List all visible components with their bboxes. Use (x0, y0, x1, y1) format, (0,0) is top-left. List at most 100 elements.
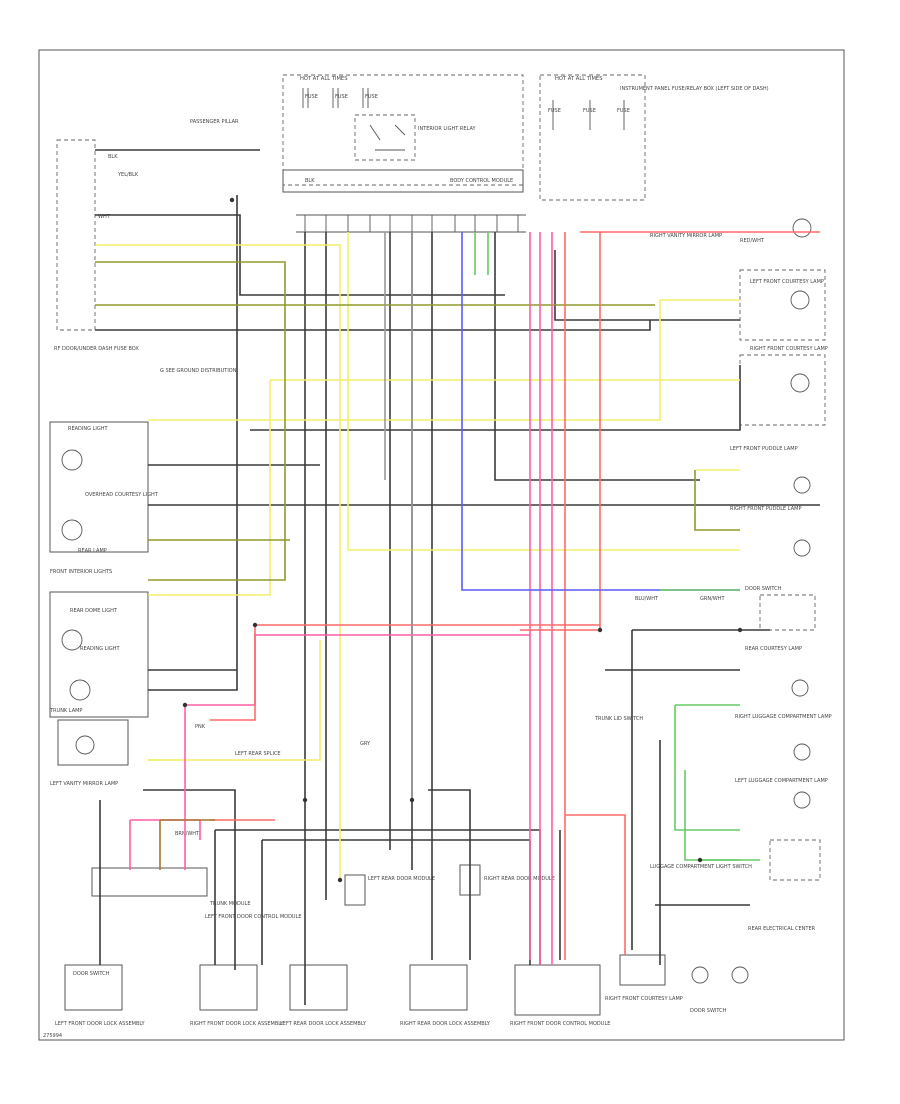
right-front-courtesy-label: RIGHT FRONT COURTESY LAMP (750, 346, 828, 352)
wire-black-15 (262, 839, 531, 965)
wire-green-59 (684, 770, 740, 861)
left-front-courtesy-label: LEFT FRONT COURTESY LAMP (750, 279, 824, 285)
lf-door-lock-box (64, 964, 123, 1011)
wire-red-52 (565, 814, 626, 955)
rear-courtesy-label: REAR COURTESY LAMP (745, 646, 802, 652)
wire-black-22 (428, 789, 471, 960)
wire-black-8 (95, 320, 651, 331)
front-interior-label: FRONT INTERIOR LIGHTS (50, 569, 112, 575)
trunk-module-label: TRUNK MODULE (209, 901, 251, 907)
tag-pnk: PNK (195, 724, 206, 730)
wire-black-14 (554, 250, 740, 321)
wire-black-23 (143, 789, 236, 970)
rf-door-assembly-label: RIGHT FRONT DOOR LOCK ASSEMBLY (190, 1021, 284, 1027)
fuse-panel-right-label: INSTRUMENT PANEL FUSE/RELAY BOX (LEFT SI… (620, 86, 769, 92)
overhead-courtesy-label: OVERHEAD COURTESY LIGHT (85, 492, 159, 498)
left-front-puddle-label: LEFT FRONT PUDDLE LAMP (730, 446, 798, 452)
fuse-f-label: FUSE (617, 108, 630, 114)
right-lamp-group: RIGHT VANITY MIRROR LAMP LEFT FRONT COUR… (594, 218, 832, 932)
ground-point-label: G SEE GROUND DISTRIBUTION (160, 368, 237, 374)
splice-dot-1 (302, 797, 308, 803)
right-front-puddle-label: RIGHT FRONT PUDDLE LAMP (730, 506, 801, 512)
rr-door-lock-box (409, 964, 468, 1011)
splice-dot-4 (252, 622, 258, 628)
tag-yel: YEL/BLK (117, 172, 139, 178)
wire-black-7 (95, 214, 505, 296)
bcm-label: BODY CONTROL MODULE (450, 178, 513, 184)
tag-wht: WHT (98, 214, 111, 220)
fuse-b-label: FUSE (335, 94, 348, 100)
trunk-module (91, 867, 208, 897)
vanity-right-label: RIGHT VANITY MIRROR LAMP (650, 233, 722, 239)
lr-module-label: LEFT REAR DOOR MODULE (368, 876, 435, 882)
wire-olive-38 (694, 470, 740, 531)
reading-light-left-label: READING LIGHT (68, 426, 108, 432)
splice-dot-5 (597, 627, 603, 633)
wire-yellow-33 (148, 640, 321, 761)
rf-door-lock-box (199, 964, 258, 1011)
interior-light-relay (354, 114, 416, 161)
trunk-lid-label: TRUNK LID SWITCH (594, 716, 643, 722)
bcm-wire-label: BLK (305, 178, 315, 184)
relay-label: INTERIOR LIGHT RELAY (418, 126, 476, 132)
wire-black-11 (250, 365, 741, 431)
rf-door-module-label: RIGHT FRONT DOOR CONTROL MODULE (510, 1021, 610, 1027)
rf-courtesy-box (619, 954, 666, 986)
rf-courtesy-lamp-label: RIGHT FRONT COURTESY LAMP (605, 996, 683, 1002)
reading-light-right-label: READING LIGHT (80, 646, 120, 652)
wire-red-48 (520, 232, 601, 631)
fuse-a-label: FUSE (305, 94, 318, 100)
splice-dot-6 (737, 627, 743, 633)
wire-yellow-29 (148, 299, 740, 421)
trunk-lamp-box (57, 719, 129, 766)
passenger-pillar-label: PASSENGER PILLAR (190, 119, 239, 125)
wire-olive-36 (95, 261, 286, 581)
hot-label-left: HOT AT ALL TIMES (300, 76, 348, 82)
wire-tags: BLK YEL/BLK WHT RED/WHT GRN/WHT BLU/WHT … (98, 154, 765, 837)
rr-module-label: RIGHT REAR DOOR MODULE (484, 876, 555, 882)
tag-brn: BRN/WHT (175, 831, 200, 837)
trunk-lamp-label: TRUNK LAMP (49, 708, 82, 714)
door-switch-upper-label: DOOR SWITCH (745, 586, 782, 592)
body-control-module (282, 169, 524, 193)
left-module-block: RF DOOR/UNDER DASH FUSE BOX PASSENGER PI… (54, 119, 239, 374)
wire-green-58 (674, 705, 740, 831)
splice-dot-3 (182, 702, 188, 708)
tag-gry: GRY (360, 741, 371, 747)
reading-right-bulb (69, 679, 91, 701)
splice-dot-7 (697, 857, 703, 863)
fuse-c-label: FUSE (365, 94, 378, 100)
bottom-module-group: TRUNK MODULE LEFT FRONT DOOR CONTROL MOD… (55, 751, 749, 1027)
tag-blk: BLK (108, 154, 118, 160)
wire-black-5 (148, 195, 238, 691)
lf-door-module-label: LEFT FRONT DOOR CONTROL MODULE (205, 914, 302, 920)
splice-dot-8 (229, 197, 235, 203)
lr-door-assembly-label: LEFT REAR DOOR LOCK ASSEMBLY (280, 1021, 367, 1027)
door-switch-label: DOOR SWITCH (73, 971, 110, 977)
luggage-switch-label: LUGGAGE COMPARTMENT LIGHT SWITCH (650, 864, 752, 870)
wire-yellow-31 (148, 380, 271, 596)
lr-door-lock-box (289, 964, 348, 1011)
splice-dot-2 (409, 797, 415, 803)
hot-label-right: HOT AT ALL TIMES (555, 76, 603, 82)
wire-yellow-32 (347, 232, 740, 551)
left-luggage-label: LEFT LUGGAGE COMPARTMENT LAMP (735, 778, 828, 784)
wire-pink-46 (130, 819, 201, 840)
splice-dot-0 (337, 877, 343, 883)
footer-code: 275994 (43, 1033, 62, 1039)
lf-door-assembly-label: LEFT FRONT DOOR LOCK ASSEMBLY (55, 1021, 146, 1027)
top-fuse-panel: HOT AT ALL TIMES HOT AT ALL TIMES INSTRU… (282, 74, 769, 201)
rear-dome-bulb (61, 629, 83, 651)
wire-layer (95, 149, 820, 1005)
door-switch-bottom-label: DOOR SWITCH (690, 1008, 727, 1014)
right-luggage-label: RIGHT LUGGAGE COMPARTMENT LAMP (735, 714, 832, 720)
wire-blue-54 (461, 232, 740, 591)
fuse-e-label: FUSE (583, 108, 596, 114)
rf-door-label: RF DOOR/UNDER DASH FUSE BOX (54, 346, 139, 352)
tag-red: RED/WHT (740, 238, 765, 244)
overhead-courtesy-bulb (61, 519, 83, 541)
reading-light-left-bulb (61, 449, 83, 471)
data-link-label: REAR ELECTRICAL CENTER (748, 926, 816, 932)
